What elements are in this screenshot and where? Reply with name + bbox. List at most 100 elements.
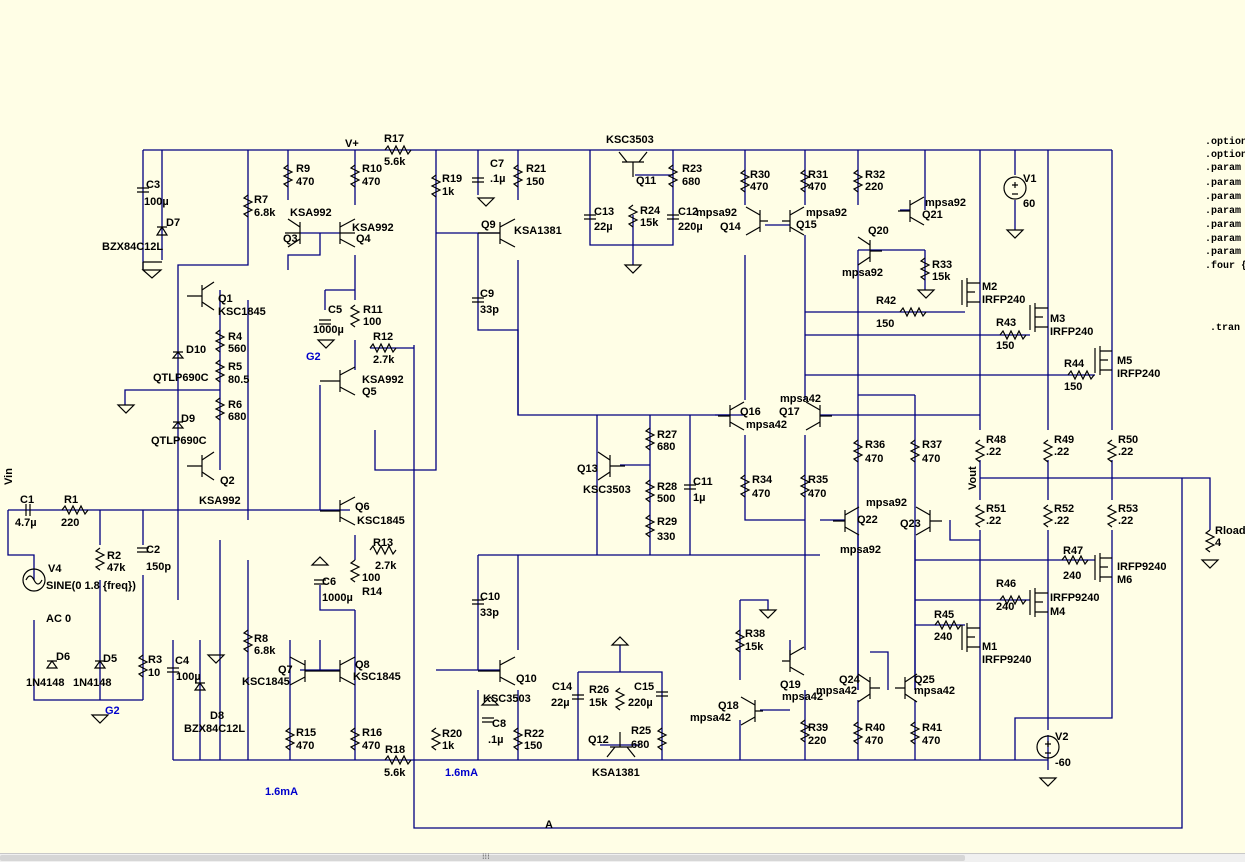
spice-directives[interactable]: .option .option .param .param .param .pa… (1205, 136, 1245, 334)
component-value-r33: 15k (932, 271, 951, 283)
component-name-r51: R51 (986, 503, 1006, 515)
component-value-r2: 47k (107, 562, 126, 574)
component-value-r7: 6.8k (254, 207, 276, 219)
component-value-c12: 220µ (678, 221, 703, 233)
net-label-vout: Vout (967, 466, 979, 490)
component-name-r48: R48 (986, 434, 1006, 446)
component-value-d8: BZX84C12L (184, 723, 245, 735)
component-name-r12: R12 (373, 331, 393, 343)
component-value-c9: 33p (480, 304, 499, 316)
v4-ac-spec: AC 0 (46, 613, 71, 625)
directive-line: .param (1205, 192, 1241, 203)
transistor-model-q25: mpsa42 (914, 685, 955, 697)
sources (22, 176, 1060, 759)
component-name-r47: R47 (1063, 545, 1083, 557)
component-name-r23: R23 (682, 163, 702, 175)
transistor-model-q4: KSA992 (352, 222, 394, 234)
component-name-r11: R11 (363, 304, 383, 316)
net-label-g2-bottom: G2 (105, 705, 120, 717)
component-name-d10: D10 (186, 344, 206, 356)
current-probe-label-2: 1.6mA (445, 767, 478, 779)
component-name-v1: V1 (1023, 173, 1036, 185)
component-value-c15: 220µ (628, 697, 653, 709)
component-name-c4: C4 (175, 655, 190, 667)
component-name-c10: C10 (480, 591, 500, 603)
transistor-name-q19: Q19 (780, 679, 801, 691)
component-name-v4: V4 (48, 563, 62, 575)
ground-symbols (90, 197, 1220, 787)
component-value-r8: 6.8k (254, 645, 276, 657)
component-name-r16: R16 (362, 727, 382, 739)
component-value-r11: 100 (363, 316, 381, 328)
transistor-model-m3: IRFP240 (1050, 326, 1093, 338)
component-name-r17: R17 (384, 133, 404, 145)
component-name-c5: C5 (328, 304, 342, 316)
component-value-c13: 22µ (594, 221, 613, 233)
component-value-r24: 15k (640, 217, 659, 229)
component-name-d9: D9 (181, 413, 195, 425)
component-name-r41: R41 (922, 722, 942, 734)
component-name-r1: R1 (64, 494, 78, 506)
transistor-model-q15: mpsa92 (806, 207, 847, 219)
component-name-r36: R36 (865, 439, 885, 451)
bjt-symbols (187, 151, 942, 758)
component-name-c6: C6 (322, 576, 336, 588)
component-value-r5: 80.5 (228, 374, 249, 386)
component-value-r23: 680 (682, 176, 700, 188)
component-value-c6: 1000µ (322, 592, 353, 604)
transistor-name-q24: Q24 (839, 674, 861, 686)
component-value-r36: 470 (865, 453, 883, 465)
component-value-rload: 4 (1215, 537, 1222, 549)
component-value-r38: 15k (745, 641, 764, 653)
component-name-r26: R26 (589, 684, 609, 696)
component-value-v1: 60 (1023, 198, 1035, 210)
component-value-r42: 150 (876, 318, 894, 330)
transistor-model-q20: mpsa92 (842, 267, 883, 279)
component-value-r22: 150 (524, 740, 542, 752)
component-name-c12: C12 (678, 206, 698, 218)
transistor-name-q16: Q16 (740, 406, 761, 418)
component-value-c7: .1µ (490, 173, 506, 185)
transistor-name-q20: Q20 (868, 225, 889, 237)
component-name-r25: R25 (631, 725, 651, 737)
transistor-model-q21: mpsa92 (925, 197, 966, 209)
component-name-r43: R43 (996, 317, 1016, 329)
diode-name-d6: D6 (56, 651, 70, 663)
transistor-model-q8: KSC1845 (353, 671, 401, 683)
component-name-c1: C1 (20, 494, 34, 506)
diode-name-d5: D5 (103, 653, 117, 665)
component-value-c4: 100µ (176, 671, 201, 683)
transistor-model-q9: KSA1381 (514, 225, 562, 237)
component-name-c9: C9 (480, 288, 494, 300)
component-value-v2: -60 (1055, 757, 1071, 769)
scrollbar-thumb[interactable]: ⁞⁞⁞ (0, 852, 965, 861)
component-value-r1: 220 (61, 517, 79, 529)
wires (7, 149, 1211, 829)
component-value-r50: .22 (1118, 446, 1133, 458)
component-value-r30: 470 (750, 181, 768, 193)
current-probe-label-1: 1.6mA (265, 786, 298, 798)
component-value-r34: 470 (752, 488, 770, 500)
component-name-v2: V2 (1055, 731, 1068, 743)
transistor-model-q18: mpsa42 (690, 712, 731, 724)
component-value-r37: 470 (922, 453, 940, 465)
component-name-r8: R8 (254, 633, 268, 645)
component-name-r45: R45 (934, 609, 954, 621)
transistor-name-q3: Q3 (283, 233, 298, 245)
component-name-c3: C3 (146, 179, 160, 191)
component-value-r44: 150 (1064, 381, 1082, 393)
transistor-name-q18: Q18 (718, 700, 739, 712)
horizontal-scrollbar[interactable]: ⁞⁞⁞ (0, 852, 1245, 862)
component-name-c2: C2 (146, 544, 160, 556)
component-value-r9: 470 (296, 176, 314, 188)
transistor-model-q11: KSC3503 (606, 134, 654, 146)
directive-line: .option (1205, 136, 1245, 148)
component-value-v4: SINE(0 1.8 {freq}) (46, 580, 136, 592)
transistor-name-q21: Q21 (922, 209, 943, 221)
diode-model-d6: 1N4148 (26, 677, 65, 689)
transistor-model-q12: KSA1381 (592, 767, 640, 779)
component-value-r28: 500 (657, 493, 675, 505)
transistor-model-q3: KSA992 (290, 207, 332, 219)
component-name-r3: R3 (148, 654, 162, 666)
